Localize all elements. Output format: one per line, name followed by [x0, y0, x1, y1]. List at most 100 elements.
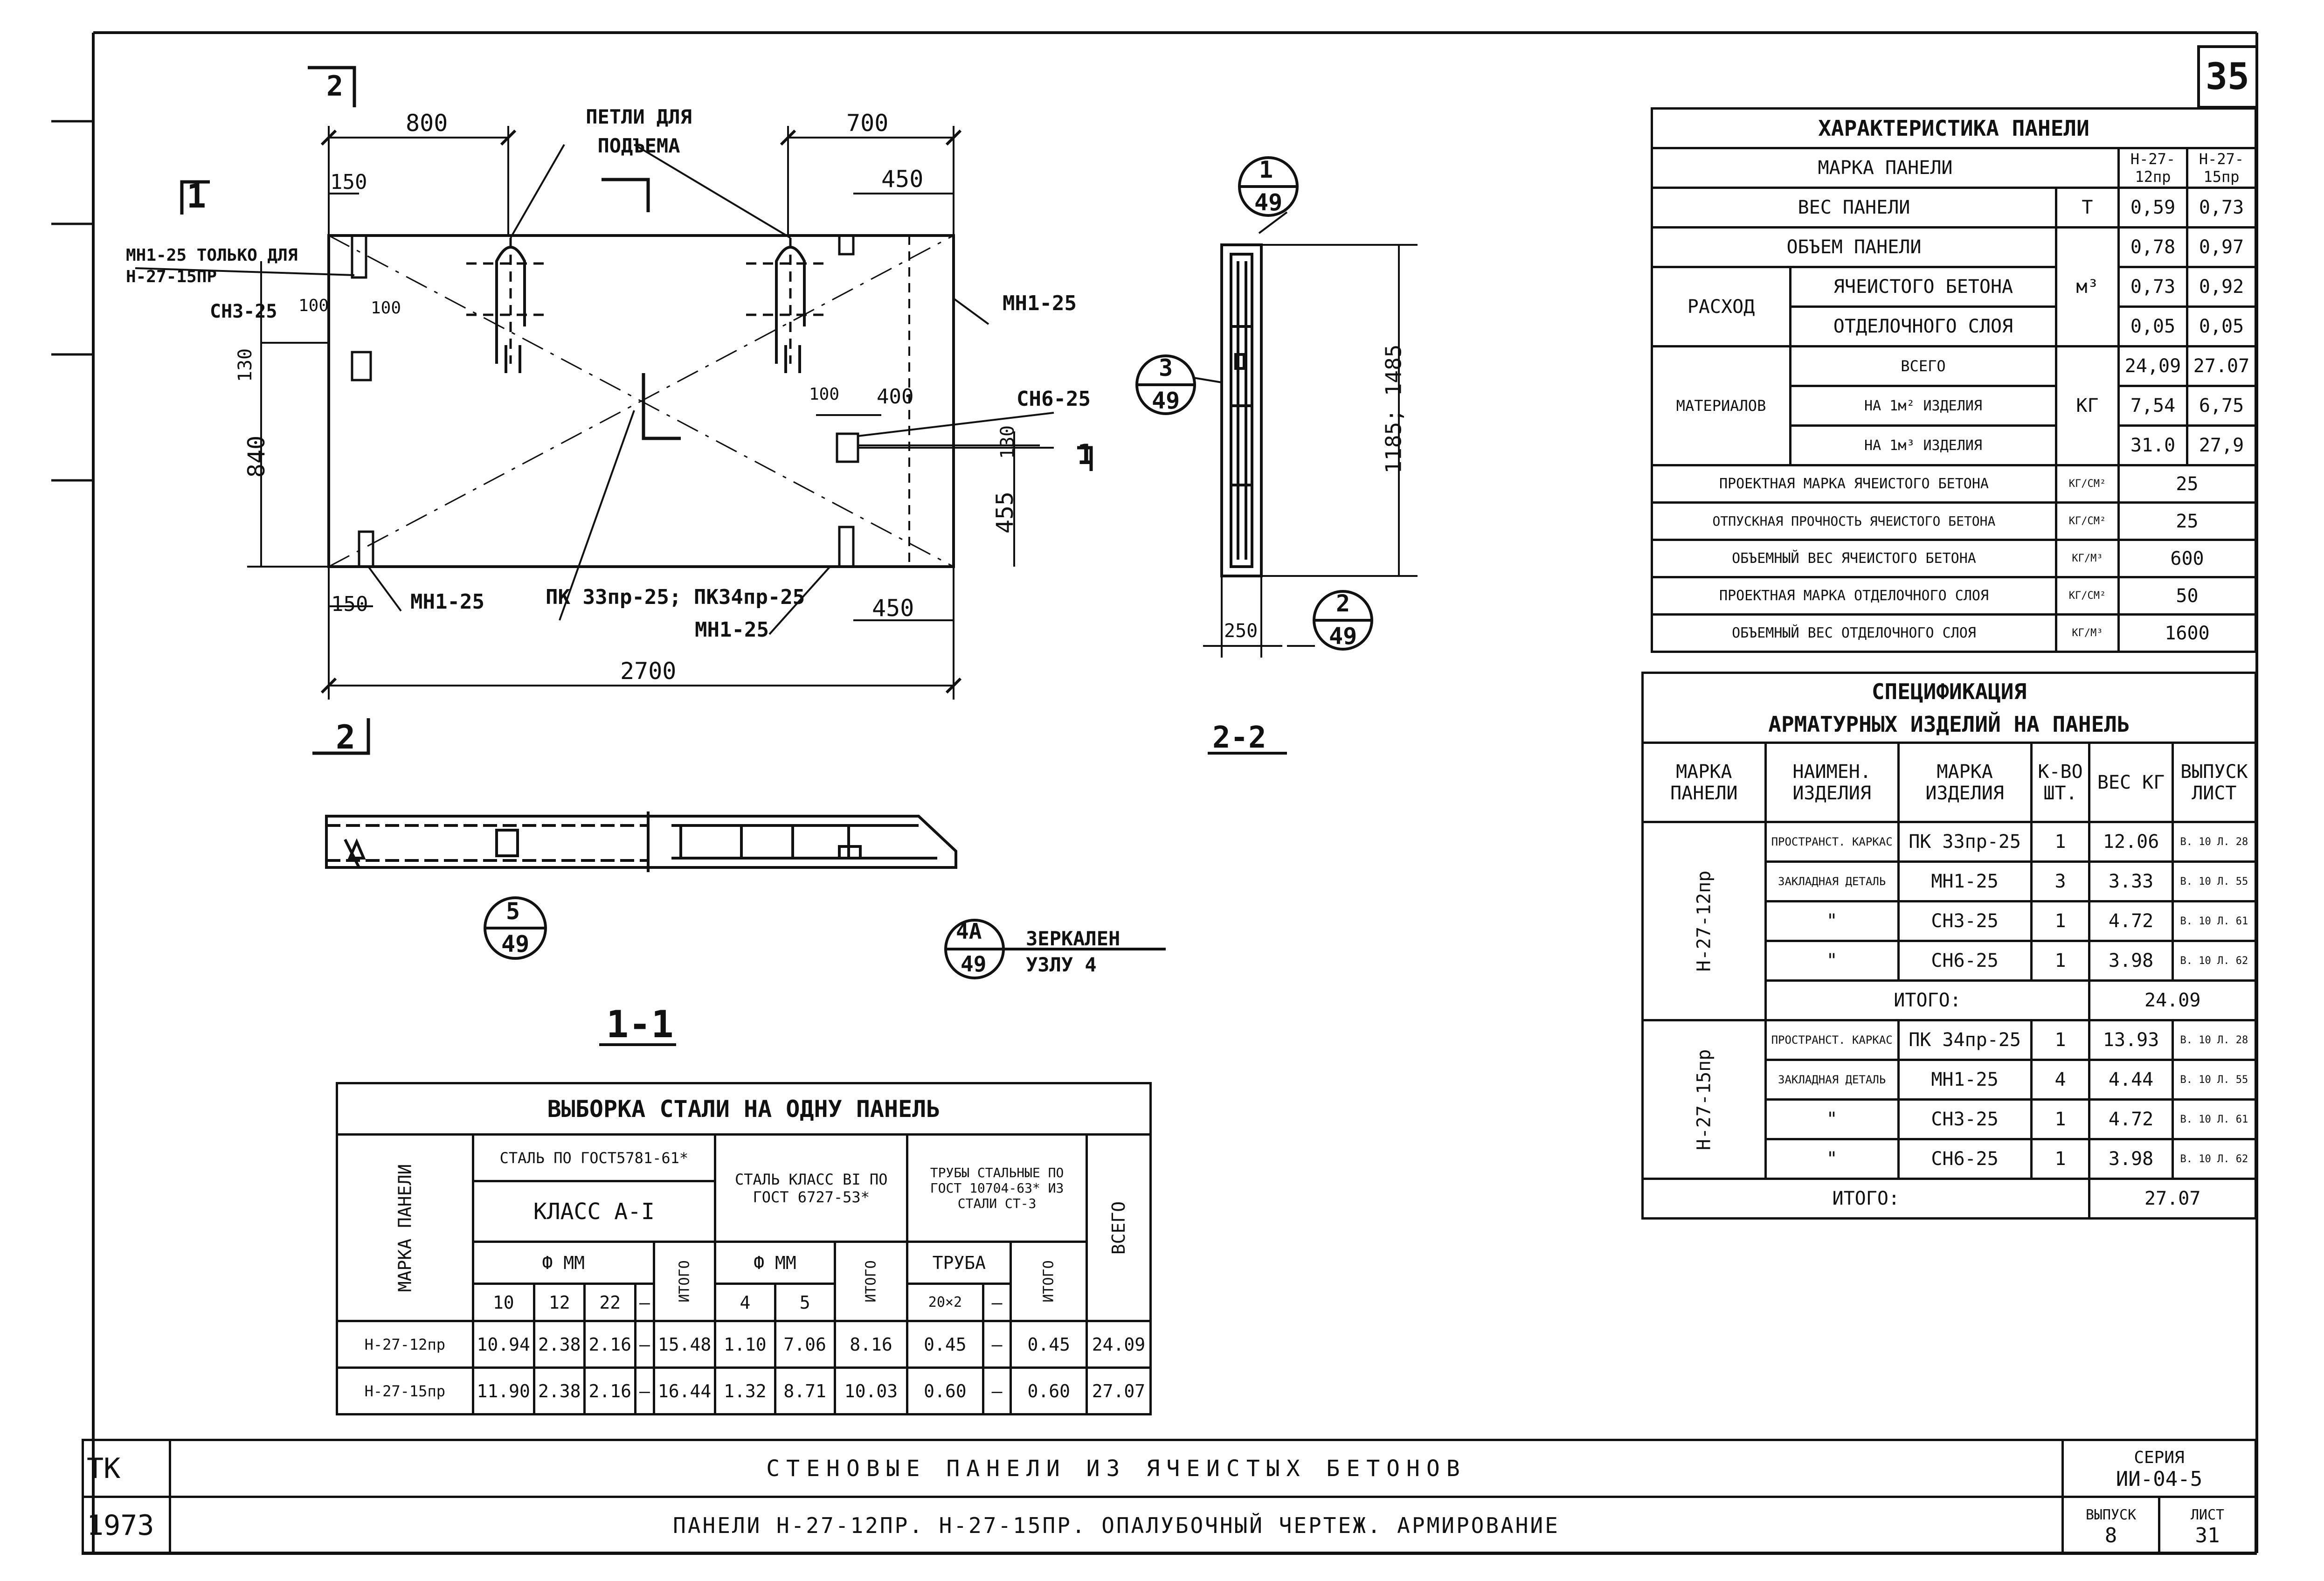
- item-qty: 4: [2030, 1059, 2091, 1101]
- row-label: НА 1м³ ИЗДЕЛИЯ: [1789, 424, 2057, 466]
- title-line1: СТЕНОВЫЕ ПАНЕЛИ ИЗ ЯЧЕИСТЫХ БЕТОНОВ: [169, 1439, 2064, 1498]
- col-mark: МАРКА ПАНЕЛИ: [1651, 147, 2120, 189]
- steel-cell: 2.16: [583, 1320, 636, 1369]
- header-weight: ВЕС КГ: [2088, 742, 2174, 823]
- group-b: Н-27-15пр: [1641, 1019, 1767, 1180]
- row-b: 0,97: [2186, 226, 2257, 268]
- sheet-label: ЛИСТ: [2190, 1506, 2225, 1523]
- dim-150-top: 150: [330, 170, 367, 194]
- steel-cell: 1.32: [714, 1366, 776, 1415]
- steel-cell: —: [634, 1366, 655, 1415]
- group-materialov: МАТЕРИАЛОВ: [1651, 345, 1791, 466]
- issue-value: 8: [2104, 1523, 2117, 1547]
- callout-4a-bottom: 49: [961, 951, 987, 977]
- steel-row-mark: Н-27-15пр: [336, 1366, 474, 1415]
- h-total-label: ВСЕГО: [1108, 1201, 1129, 1255]
- specification-title-line1: СПЕЦИФИКАЦИЯ: [1871, 679, 2027, 704]
- header-panel-mark: МАРКА ПАНЕЛИ: [1641, 742, 1767, 823]
- item-name: ": [1764, 1098, 1900, 1140]
- dim-2700: 2700: [620, 658, 677, 685]
- item-ref: В. 10 Л. 55: [2171, 860, 2257, 902]
- callout-1-top: 1: [1259, 156, 1273, 183]
- steel-cell: 27.07: [1086, 1366, 1152, 1415]
- section-mark-bottom: 2: [336, 718, 356, 756]
- callout-5-bottom: 49: [501, 930, 530, 957]
- callout-4a-top: 4А: [956, 919, 982, 944]
- item-weight: 4.72: [2088, 1098, 2174, 1140]
- sub-12: 12: [533, 1283, 586, 1322]
- sub-10: 10: [471, 1283, 535, 1322]
- h-itogo-a-label: ИТОГО: [676, 1260, 693, 1303]
- item-name: ": [1764, 900, 1900, 942]
- dim-130-right: 130: [997, 425, 1019, 459]
- total-a-label: ИТОГО:: [1764, 979, 2091, 1021]
- merged-label: ПРОЕКТНАЯ МАРКА ЯЧЕИСТОГО БЕТОНА: [1651, 464, 2057, 504]
- item-qty: 3: [2030, 860, 2091, 902]
- steel-row-mark: Н-27-12пр: [336, 1320, 474, 1369]
- sub-dash: –: [982, 1283, 1012, 1322]
- callout-5-top: 5: [506, 898, 520, 925]
- total-b-label: ИТОГО:: [1641, 1178, 2091, 1220]
- label-mn1-only: МН1-25 ТОЛЬКО ДЛЯ Н-27-15ПР: [126, 246, 298, 286]
- label-pk: ПК 33пр-25; ПК34пр-25: [546, 585, 805, 609]
- label-mn1-bottom-left: МН1-25: [410, 590, 484, 614]
- steel-cell: 8.71: [774, 1366, 836, 1415]
- item-name: ": [1764, 1138, 1900, 1180]
- h-gost5781: СТАЛЬ ПО ГОСТ5781-61*: [471, 1133, 717, 1182]
- h-itogo-a: ИТОГО: [652, 1241, 717, 1322]
- steel-col-mark: МАРКА ПАНЕЛИ: [336, 1133, 474, 1322]
- group-b-label: Н-27-15пр: [1693, 1049, 1715, 1150]
- h-itogo-c-label: ИТОГО: [1040, 1260, 1057, 1303]
- merged-unit: КГ/М³: [2054, 539, 2120, 578]
- title-year: 1973: [82, 1496, 171, 1555]
- row-b: 0,73: [2186, 187, 2257, 229]
- item-weight: 12.06: [2088, 821, 2174, 863]
- label-lifting-loops: ПЕТЛИ ДЛЯ ПОДЪЕМА: [586, 105, 692, 157]
- specification-title-line2: АРМАТУРНЫХ ИЗДЕЛИЙ НА ПАНЕЛЬ: [1768, 711, 2130, 737]
- label-sn3: СН3-25: [210, 301, 277, 322]
- row-b: 27,9: [2186, 424, 2257, 466]
- row-label: НА 1м² ИЗДЕЛИЯ: [1789, 385, 2057, 427]
- steel-cell: 0.60: [906, 1366, 984, 1415]
- issue-cell: ВЫПУСК 8: [2061, 1496, 2160, 1555]
- callout-2-bottom: 49: [1329, 623, 1357, 650]
- item-name: ПРОСТРАНСТ. КАРКАС: [1764, 821, 1900, 863]
- item-weight: 13.93: [2088, 1019, 2174, 1061]
- header-item-name: НАИМЕН. ИЗДЕЛИЯ: [1764, 742, 1900, 823]
- item-mark: ПК 33пр-25: [1897, 821, 2033, 863]
- header-item-mark: МАРКА ИЗДЕЛИЯ: [1897, 742, 2033, 823]
- title-line2: ПАНЕЛИ Н-27-12ПР. Н-27-15ПР. ОПАЛУБОЧНЫЙ…: [169, 1496, 2064, 1555]
- steel-cell: —: [982, 1320, 1012, 1369]
- title-block: ТК СТЕНОВЫЕ ПАНЕЛИ ИЗ ЯЧЕИСТЫХ БЕТОНОВ С…: [82, 1439, 2257, 1555]
- merged-unit: КГ/СМ²: [2054, 576, 2120, 616]
- h-class-a1: КЛАСС А-I: [471, 1180, 717, 1243]
- h-itogo-b-label: ИТОГО: [863, 1260, 879, 1303]
- merged-label: ОТПУСКНАЯ ПРОЧНОСТЬ ЯЧЕИСТОГО БЕТОНА: [1651, 501, 2057, 541]
- item-ref: В. 10 Л. 62: [2171, 1138, 2257, 1180]
- issue-label: ВЫПУСК: [2085, 1506, 2137, 1523]
- sub-dash: –: [634, 1283, 655, 1322]
- section-2-2-title: 2-2: [1212, 721, 1266, 755]
- item-mark: СН3-25: [1897, 1098, 2033, 1140]
- merged-unit: КГ/СМ²: [2054, 464, 2120, 504]
- merged-value: 25: [2117, 501, 2257, 541]
- steel-cell: 0.45: [1010, 1320, 1088, 1369]
- row-b: 6,75: [2186, 385, 2257, 427]
- series-label: СЕРИЯ: [2134, 1448, 2185, 1467]
- row-label: ЯЧЕИСТОГО БЕТОНА: [1789, 266, 2057, 308]
- item-qty: 1: [2030, 1138, 2091, 1180]
- item-qty: 1: [2030, 900, 2091, 942]
- h-itogo-b: ИТОГО: [833, 1241, 909, 1322]
- item-qty: 1: [2030, 1019, 2091, 1061]
- steel-cell: 2.38: [533, 1366, 586, 1415]
- dim-height: 1185; 1485: [1381, 344, 1406, 474]
- dim-130-left: 130: [235, 348, 256, 382]
- label-mn1-bottom-right: МН1-25: [695, 618, 769, 642]
- item-mark: СН6-25: [1897, 940, 2033, 982]
- row-label: ВСЕГО: [1789, 345, 2057, 387]
- h-phi-mm2: Ф ММ: [714, 1241, 836, 1285]
- dim-450-top: 450: [881, 166, 924, 193]
- row-b: 0,92: [2186, 266, 2257, 308]
- dim-100-c: 100: [809, 385, 840, 404]
- item-weight: 3.33: [2088, 860, 2174, 902]
